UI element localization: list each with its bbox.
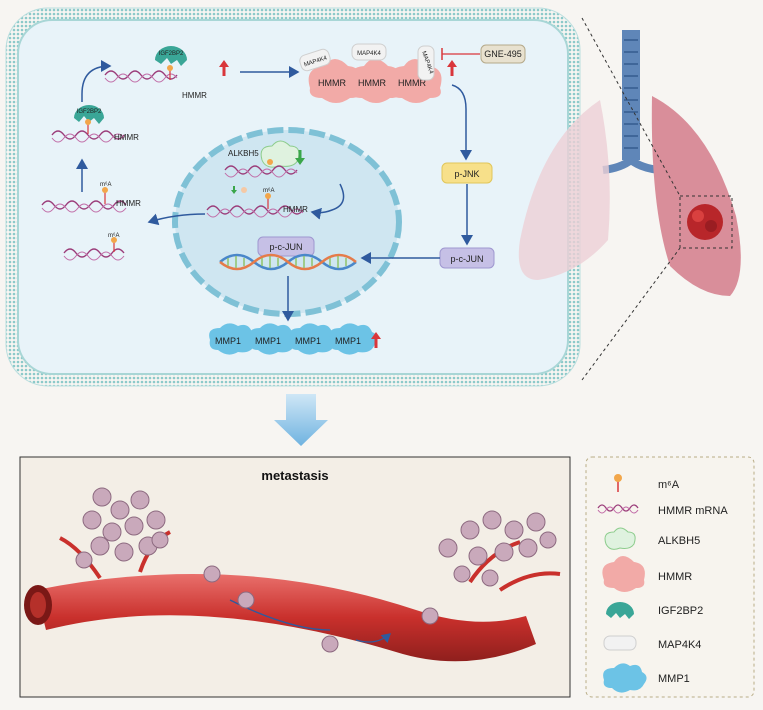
arrow xyxy=(451,84,472,161)
legend-item-mmp1: MMP1 xyxy=(603,663,690,693)
zoom-box xyxy=(679,195,733,249)
svg-text:MMP1: MMP1 xyxy=(255,336,281,346)
svg-text:HMMR: HMMR xyxy=(114,133,139,142)
svg-text:p-c-JUN: p-c-JUN xyxy=(451,254,484,264)
mmp1-protein xyxy=(209,323,258,355)
gne-495-label: GNE-495 xyxy=(484,49,522,59)
p-c-jun-nuclear-box xyxy=(257,236,315,257)
svg-text:IGF2BP2: IGF2BP2 xyxy=(658,605,703,617)
svg-text:HMMR: HMMR xyxy=(358,78,386,88)
legend-item-alkbh5: ALKBH5 xyxy=(604,527,700,550)
svg-text:MMP1: MMP1 xyxy=(335,336,361,346)
igf2bp2-label: IGF2BP2 xyxy=(159,51,184,57)
arrow xyxy=(310,183,345,220)
svg-text:ALKBH5: ALKBH5 xyxy=(658,535,700,547)
dna-helix xyxy=(219,253,357,271)
legend-item-m6a: m⁶A xyxy=(614,474,680,492)
tumor xyxy=(687,204,723,240)
map4k4-protein xyxy=(417,45,435,81)
circulating-tumor-cell xyxy=(237,591,255,609)
svg-text:MMP1: MMP1 xyxy=(295,336,321,346)
alkbh5-label: ALKBH5 xyxy=(228,149,259,158)
hmmr-mrna xyxy=(104,70,178,80)
gne-495-box xyxy=(480,44,526,64)
svg-text:MMP1: MMP1 xyxy=(215,336,241,346)
mrna-m6a-left: m⁶A HMMR xyxy=(41,181,141,213)
mrna-label-top: HMMR xyxy=(182,91,207,100)
svg-text:MAP4K4: MAP4K4 xyxy=(658,639,701,651)
m6a-icon xyxy=(614,474,622,482)
mmp1-row: MMP1 MMP1 MMP1 MMP1 xyxy=(209,323,381,355)
mmp1-protein xyxy=(249,323,298,355)
mrna-bottom-left: m⁶A xyxy=(63,232,125,261)
svg-text:HMMR: HMMR xyxy=(658,571,692,583)
left-lung xyxy=(518,100,610,280)
cell: IGF2BP2 HMMR IGF2BP2 HMMR m⁶A HMMR xyxy=(5,7,581,387)
svg-text:HMMR: HMMR xyxy=(283,205,308,214)
svg-text:p-c-JUN: p-c-JUN xyxy=(270,242,303,252)
m6a-icon xyxy=(167,65,173,71)
svg-text:m⁶A: m⁶A xyxy=(108,232,119,239)
blood-vessel xyxy=(36,574,536,662)
right-lung xyxy=(651,96,741,296)
svg-text:HMMR: HMMR xyxy=(398,78,426,88)
svg-text:m⁶A: m⁶A xyxy=(263,187,274,194)
p-jnk-box xyxy=(441,162,493,184)
mmp1-protein xyxy=(329,323,378,355)
legend-item-igf2bp2: IGF2BP2 xyxy=(606,602,703,619)
metastasis-panel: metastasis xyxy=(19,456,571,698)
p-jnk-label: p-JNK xyxy=(454,169,479,179)
lungs-illustration xyxy=(518,17,741,381)
legend-item-hmmr-mrna: HMMR mRNA xyxy=(597,504,728,517)
igf2bp2-protein xyxy=(74,105,104,124)
transition-arrow xyxy=(274,394,328,446)
mrna-igf2bp2-left: IGF2BP2 HMMR xyxy=(51,105,139,143)
legend: m⁶A HMMR mRNA ALKBH5 HMMR IGF2BP2 MAP4K4… xyxy=(585,456,755,698)
svg-text:MAP4K4: MAP4K4 xyxy=(357,51,381,57)
svg-text:m⁶A: m⁶A xyxy=(658,479,680,491)
alkbh5-icon xyxy=(604,527,636,550)
map4k4-protein xyxy=(299,48,331,72)
circulating-tumor-cell xyxy=(203,565,221,583)
map4k4-icon xyxy=(603,635,637,651)
map4k4-protein xyxy=(351,43,387,61)
hmmr-protein xyxy=(348,59,402,103)
hmmr-map4k4-complex: HMMR HMMR HMMR MAP4K4 MAP4K4 MAP4K4 xyxy=(299,43,457,103)
circulating-tumor-cell xyxy=(421,607,439,625)
metastasis-title: metastasis xyxy=(261,468,328,483)
alkbh5-complex: ALKBH5 xyxy=(224,140,305,178)
igf2bp2-icon xyxy=(606,602,634,619)
tumor-cluster-left xyxy=(75,487,169,569)
svg-text:HMMR: HMMR xyxy=(318,78,346,88)
trachea xyxy=(622,30,640,160)
nucleus-mrna: m⁶A HMMR xyxy=(206,186,308,218)
tumor-cluster-right xyxy=(438,510,557,587)
hmmr-icon xyxy=(602,556,645,592)
mmp1-icon xyxy=(603,663,647,693)
svg-text:HMMR mRNA: HMMR mRNA xyxy=(658,505,728,517)
mrna-igf2bp2-top: IGF2BP2 HMMR xyxy=(104,46,229,100)
svg-text:HMMR: HMMR xyxy=(116,199,141,208)
mmp1-protein xyxy=(289,323,338,355)
svg-text:IGF2BP2: IGF2BP2 xyxy=(77,109,102,115)
svg-text:MMP1: MMP1 xyxy=(658,673,690,685)
legend-item-hmmr: HMMR xyxy=(602,556,692,592)
hmmr-protein xyxy=(308,59,362,103)
circulating-tumor-cell xyxy=(321,635,339,653)
svg-text:m⁶A: m⁶A xyxy=(100,181,111,188)
arrow xyxy=(147,213,206,226)
igf2bp2-protein xyxy=(155,46,187,66)
mrna-icon xyxy=(597,504,639,512)
legend-item-map4k4: MAP4K4 xyxy=(603,635,701,651)
arrow xyxy=(81,60,112,102)
